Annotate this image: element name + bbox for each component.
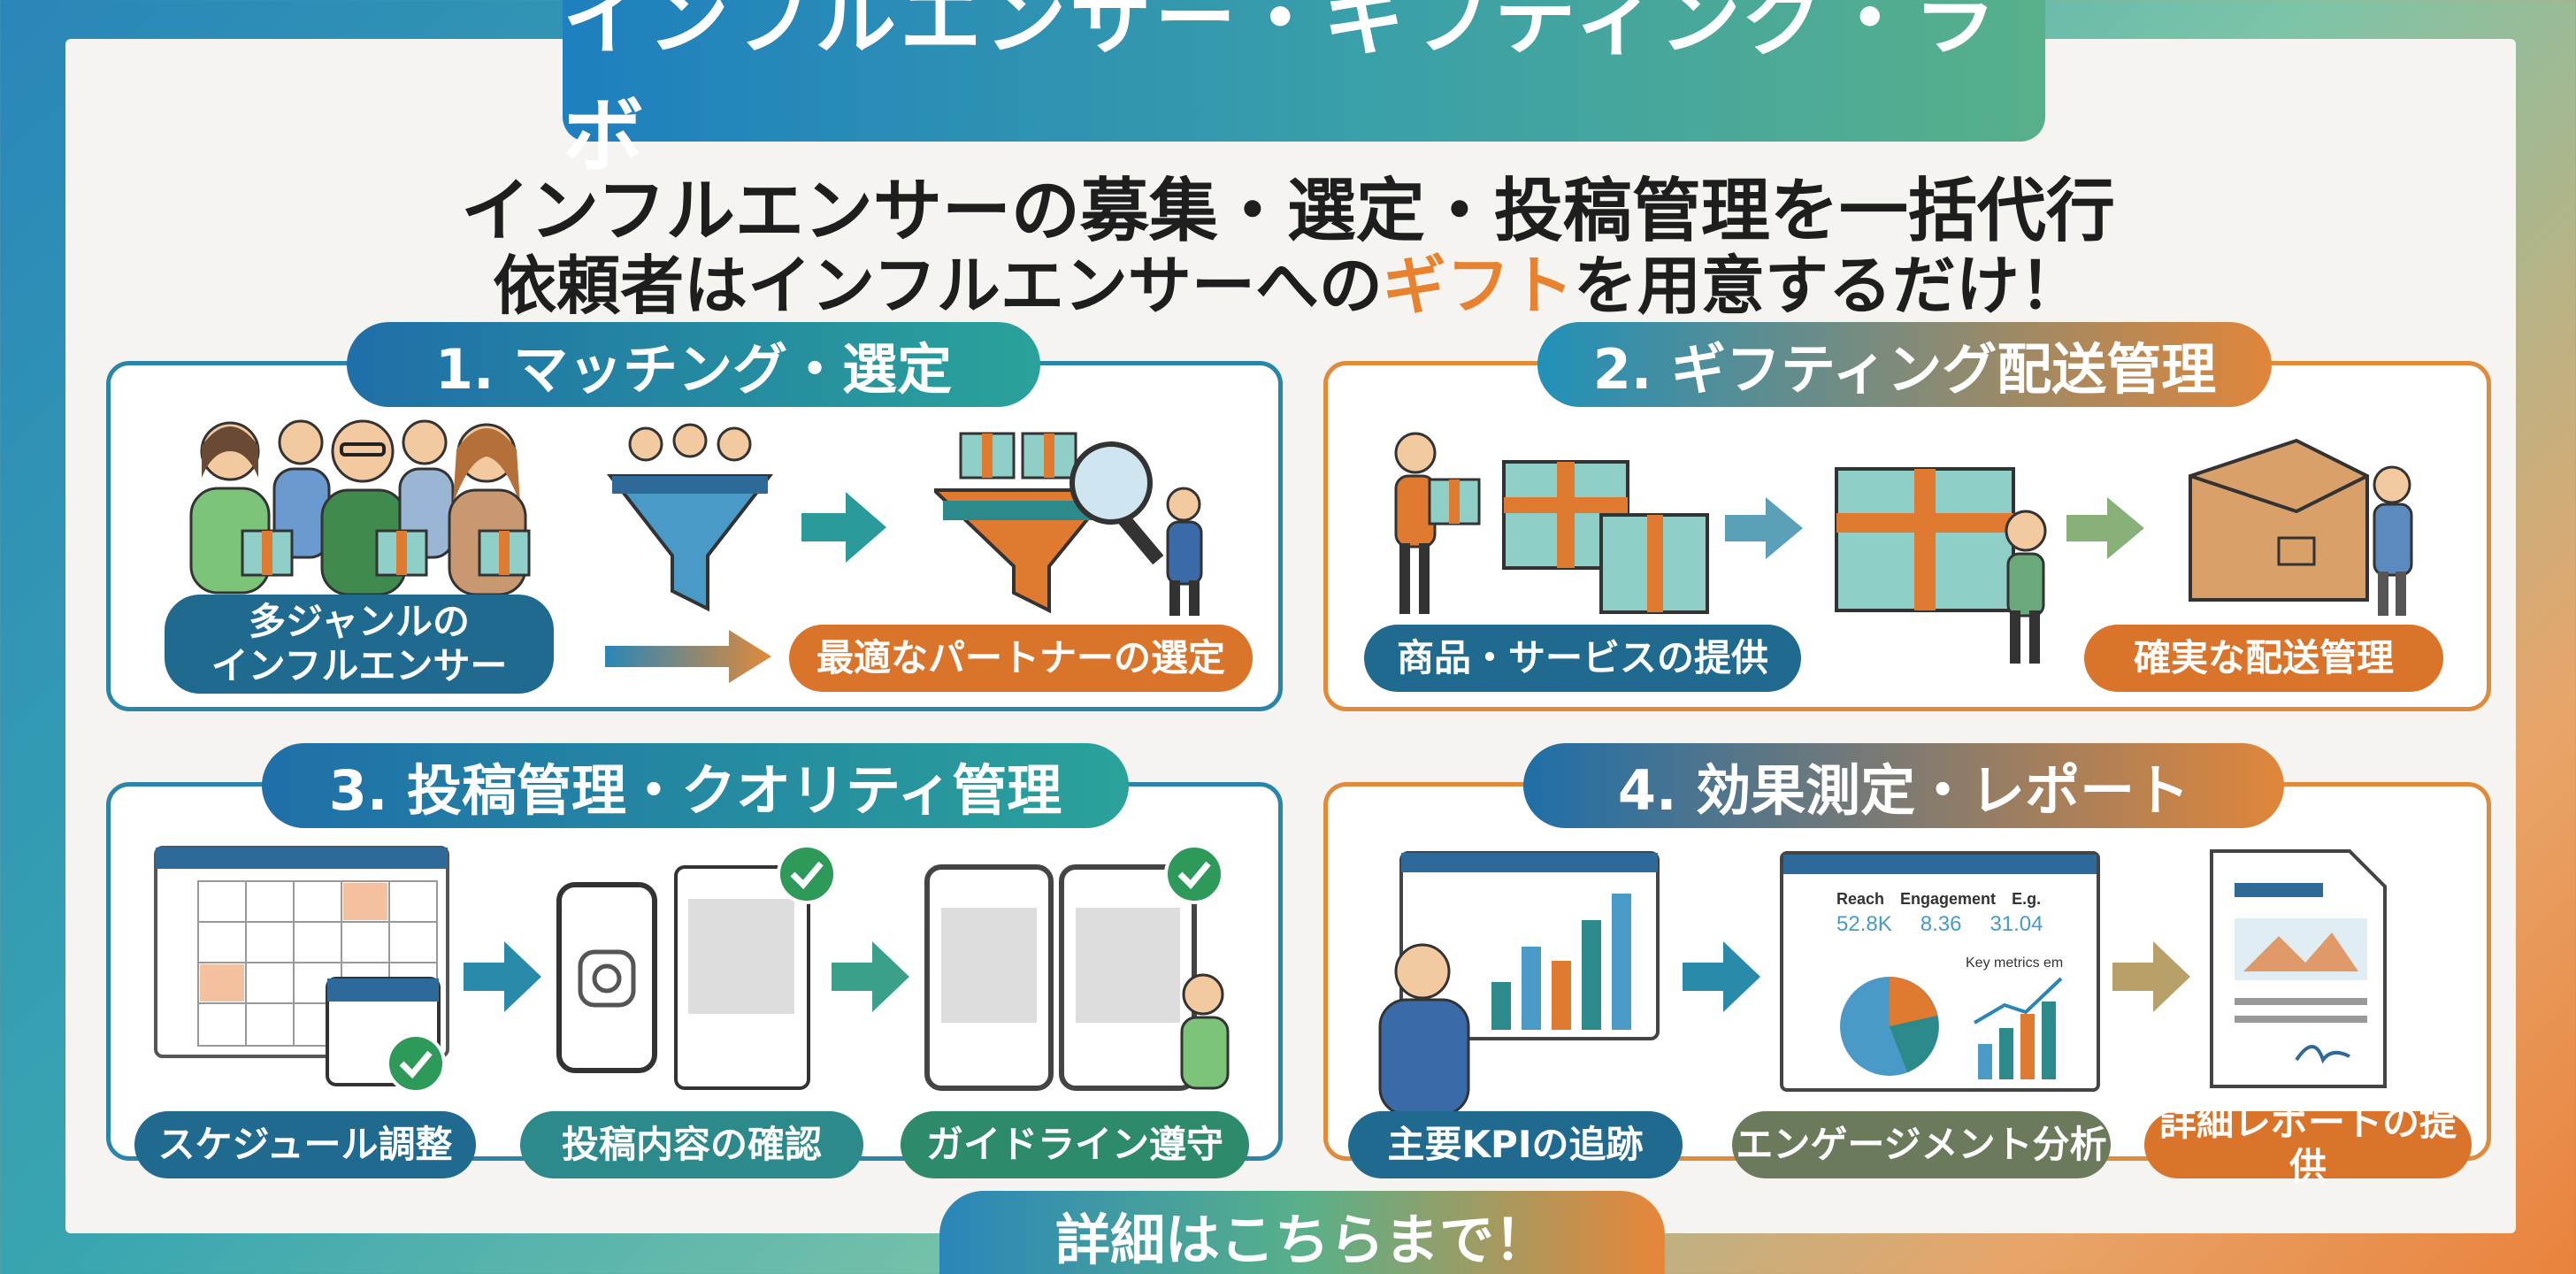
arrow-right-icon xyxy=(2112,941,2190,1012)
label-multi-genre-influencers: 多ジャンルのインフルエンサー xyxy=(165,595,554,694)
page-title: インフルエンサー・ギフティング・ラボ xyxy=(563,0,2045,184)
engagement-value: 8.36 xyxy=(1920,912,1962,936)
section-title-post-management: 3. 投稿管理・クオリティ管理 xyxy=(262,743,1129,828)
headline-line2: 依頼者はインフルエンサーへのギフトを用意するだけ！ xyxy=(0,234,2576,326)
guideline-check-illustration xyxy=(924,846,1230,1091)
section-title-matching: 1. マッチング・選定 xyxy=(347,322,1040,407)
reach-label: Reach xyxy=(1836,890,1885,908)
label-post-content-check: 投稿内容の確認 xyxy=(520,1111,863,1178)
person-icon xyxy=(272,419,331,559)
headline-line2-post: を用意するだけ！ xyxy=(1573,249,2083,323)
report-document-icon xyxy=(2210,849,2387,1088)
section-title-report: 4. 効果測定・レポート xyxy=(1523,743,2284,828)
check-icon xyxy=(386,1033,446,1094)
eg-value: 31.04 xyxy=(1990,912,2043,936)
label-kpi-tracking: 主要KPIの追跡 xyxy=(1348,1111,1683,1178)
analytics-dashboard: Reach Engagement E.g. 52.8K 8.36 31.04 K… xyxy=(1780,851,2100,1092)
kpi-tracking-illustration xyxy=(1378,851,1660,1115)
headline-line1: インフルエンサーの募集・選定・投稿管理を一括代行 xyxy=(461,172,2115,251)
key-metrics-label: Key metrics em xyxy=(1966,956,2064,971)
influencer-group-illustration xyxy=(189,419,531,596)
label-partner-selection: 最適なパートナーの選定 xyxy=(789,625,1253,692)
gift-box-icon xyxy=(1599,513,1709,614)
contact-cta-button[interactable]: 詳細はこちらまで！ xyxy=(939,1191,1665,1274)
engagement-label: Engagement xyxy=(1900,890,1997,908)
metrics-value-row: 52.8K 8.36 31.04 xyxy=(1783,909,2097,937)
section-title-gifting: 2. ギフティング配送管理 xyxy=(1537,322,2272,407)
dashboard-titlebar xyxy=(1783,855,2097,874)
headline-accent: ギフト xyxy=(1382,249,1574,323)
label-reliable-delivery: 確実な配送管理 xyxy=(2084,625,2443,692)
label-schedule-adjustment: スケジュール調整 xyxy=(134,1111,476,1178)
label-engagement-analysis: エンゲージメント分析 xyxy=(1732,1111,2111,1178)
check-icon xyxy=(777,846,837,904)
gift-box-icon xyxy=(241,529,294,577)
gift-provider-illustration xyxy=(1394,432,1709,614)
metrics-header-row: Reach Engagement E.g. xyxy=(1783,874,2097,909)
instagram-icon xyxy=(578,949,636,1008)
selection-funnel-icon xyxy=(934,432,1203,616)
check-icon xyxy=(1164,846,1224,904)
arrow-right-icon xyxy=(605,630,771,683)
pie-and-bar-chart-icon xyxy=(1840,977,2063,1079)
schedule-calendar-illustration xyxy=(154,846,449,1094)
post-review-illustration xyxy=(556,846,837,1090)
arrow-right-icon xyxy=(1683,941,1760,1012)
shipping-box-icon xyxy=(2189,438,2413,616)
gift-delivery-illustration xyxy=(1835,467,2047,664)
arrow-right-icon xyxy=(832,941,909,1012)
headline-line2-pre: 依頼者はインフルエンサーへの xyxy=(493,249,1383,323)
label-detailed-report: 詳細レポートの提供 xyxy=(2144,1101,2472,1188)
arrow-right-icon xyxy=(801,492,886,563)
label-guideline-compliance: ガイドライン遵守 xyxy=(901,1111,1249,1178)
label-product-provision: 商品・サービスの提供 xyxy=(1364,625,1801,692)
eg-label: E.g. xyxy=(2012,890,2042,908)
gift-box-icon xyxy=(478,529,531,577)
arrow-right-icon xyxy=(2066,497,2144,559)
arrow-right-icon xyxy=(464,941,541,1012)
filter-funnel-icon xyxy=(606,423,774,612)
arrow-right-icon xyxy=(1725,497,1803,559)
reach-value: 52.8K xyxy=(1836,912,1892,936)
gift-box-icon xyxy=(375,529,428,577)
